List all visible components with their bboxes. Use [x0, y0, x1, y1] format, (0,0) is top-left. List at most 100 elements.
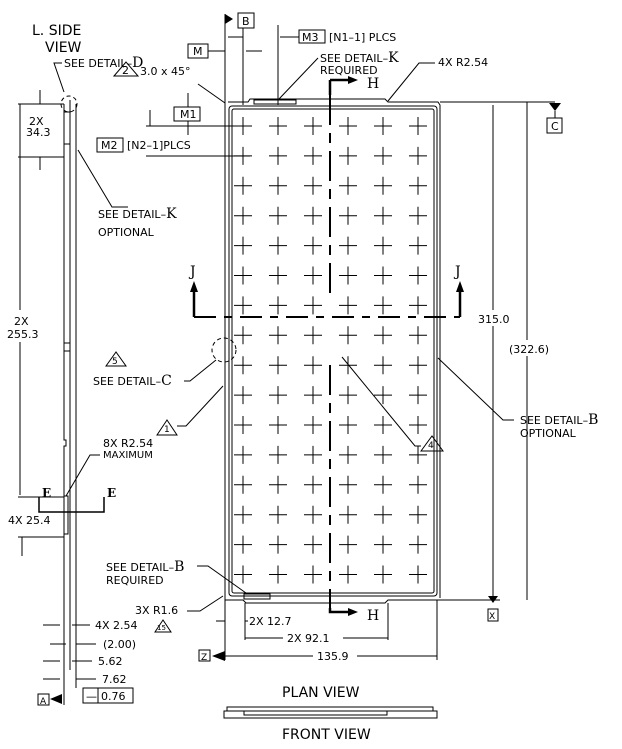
svg-text:2: 2: [122, 64, 129, 77]
grid-cross: [339, 535, 357, 554]
radius-3x-label: 3X R1.6: [135, 604, 178, 617]
side-view-title: L. SIDE: [32, 23, 81, 39]
grid-cross: [374, 535, 392, 554]
optional-b-label: OPTIONAL: [520, 427, 577, 440]
grid-cross: [339, 236, 357, 255]
section-e-left: E: [42, 486, 51, 500]
grid-cross: [234, 236, 252, 255]
grid-cross: [374, 176, 392, 195]
grid-cross: [304, 475, 322, 494]
dim-255-3-count: 2X: [14, 315, 29, 328]
dim-92-1: 2X 92.1: [287, 632, 330, 645]
grid-cross: [374, 206, 392, 225]
grid-cross: [409, 236, 427, 255]
grid-cross: [409, 356, 427, 375]
grid-cross: [374, 386, 392, 405]
grid-cross: [339, 296, 357, 315]
see-detail-d-label: SEE DETAIL–D: [64, 55, 143, 71]
dim-255-3-value: 255.3: [7, 328, 39, 341]
dim-12-7: 2X 12.7: [249, 615, 292, 628]
grid-cross: [409, 176, 427, 195]
grid-cross: [304, 565, 322, 584]
svg-text:15: 15: [157, 624, 166, 632]
grid-cross: [339, 505, 357, 524]
dim-315: 315.0: [478, 313, 510, 326]
datum-m3: M3: [302, 31, 319, 44]
grid-cross: [234, 356, 252, 375]
grid-cross: [234, 146, 252, 165]
grid-cross: [269, 505, 287, 524]
grid-cross: [304, 266, 322, 285]
grid-cross: [409, 117, 427, 135]
datum-b: B: [242, 15, 250, 28]
grid-cross: [339, 206, 357, 225]
side-view-outline: [60, 95, 78, 600]
datum-z-box: [198, 649, 211, 662]
radius-4x-label: 4X R2.54: [438, 56, 488, 69]
maximum-label: MAXIMUM: [103, 450, 153, 461]
grid-cross: [269, 565, 287, 584]
grid-cross: [339, 266, 357, 285]
grid-cross: [234, 117, 252, 135]
section-j-right: J: [453, 264, 461, 280]
grid-cross: [234, 326, 252, 345]
dim-2-54: 4X 2.54: [95, 619, 138, 632]
side-view-title-2: VIEW: [45, 40, 82, 56]
grid-cross: [269, 206, 287, 225]
flag-5: [105, 351, 127, 367]
grid-cross: [269, 326, 287, 345]
datum-m1: M1: [180, 108, 197, 121]
grid-cross: [339, 117, 357, 135]
flag-1: [156, 419, 178, 436]
grid-cross: [409, 505, 427, 524]
required-b-label: REQUIRED: [106, 574, 164, 587]
datum-m1-box: [173, 106, 201, 122]
cross-grid: [234, 117, 427, 584]
detail-c-circle: [211, 337, 237, 363]
grid-cross: [409, 326, 427, 345]
grid-cross: [304, 386, 322, 405]
dim-7-62: 7.62: [102, 673, 127, 686]
grid-cross: [234, 266, 252, 285]
grid-cross: [409, 445, 427, 464]
grid-cross: [374, 236, 392, 255]
grid-cross: [374, 445, 392, 464]
grid-cross: [269, 475, 287, 494]
datum-m2-box: [96, 137, 124, 153]
grid-cross: [374, 356, 392, 375]
radius-8x-label: 8X R2.54: [103, 437, 153, 450]
flatness-frame: [82, 687, 134, 704]
grid-cross: [234, 296, 252, 315]
grid-cross: [269, 386, 287, 405]
required-label: REQUIRED: [320, 64, 378, 77]
grid-cross: [234, 475, 252, 494]
grid-cross: [234, 505, 252, 524]
see-detail-k-optional-label: SEE DETAIL–K: [98, 206, 177, 222]
grid-cross: [409, 206, 427, 225]
grid-cross: [269, 117, 287, 135]
grid-cross: [339, 326, 357, 345]
section-h-top: H: [367, 76, 379, 92]
grid-cross: [409, 535, 427, 554]
grid-cross: [304, 206, 322, 225]
datum-m2: M2: [101, 139, 118, 152]
dim-34-3-value: 34.3: [26, 126, 51, 139]
detail-b-tab: [243, 593, 271, 600]
svg-text:1: 1: [164, 425, 170, 435]
grid-cross: [269, 535, 287, 554]
grid-cross: [304, 535, 322, 554]
grid-cross: [304, 236, 322, 255]
grid-cross: [269, 356, 287, 375]
grid-cross: [304, 176, 322, 195]
grid-cross: [269, 445, 287, 464]
grid-cross: [269, 146, 287, 165]
grid-cross: [304, 296, 322, 315]
dim-322-6: (322.6): [509, 343, 549, 356]
grid-cross: [374, 505, 392, 524]
grid-cross: [269, 416, 287, 434]
see-detail-b-optional-label: SEE DETAIL–B: [520, 412, 598, 428]
svg-text:5: 5: [112, 357, 118, 367]
grid-cross: [269, 176, 287, 195]
dim-135-9: 135.9: [317, 650, 349, 663]
